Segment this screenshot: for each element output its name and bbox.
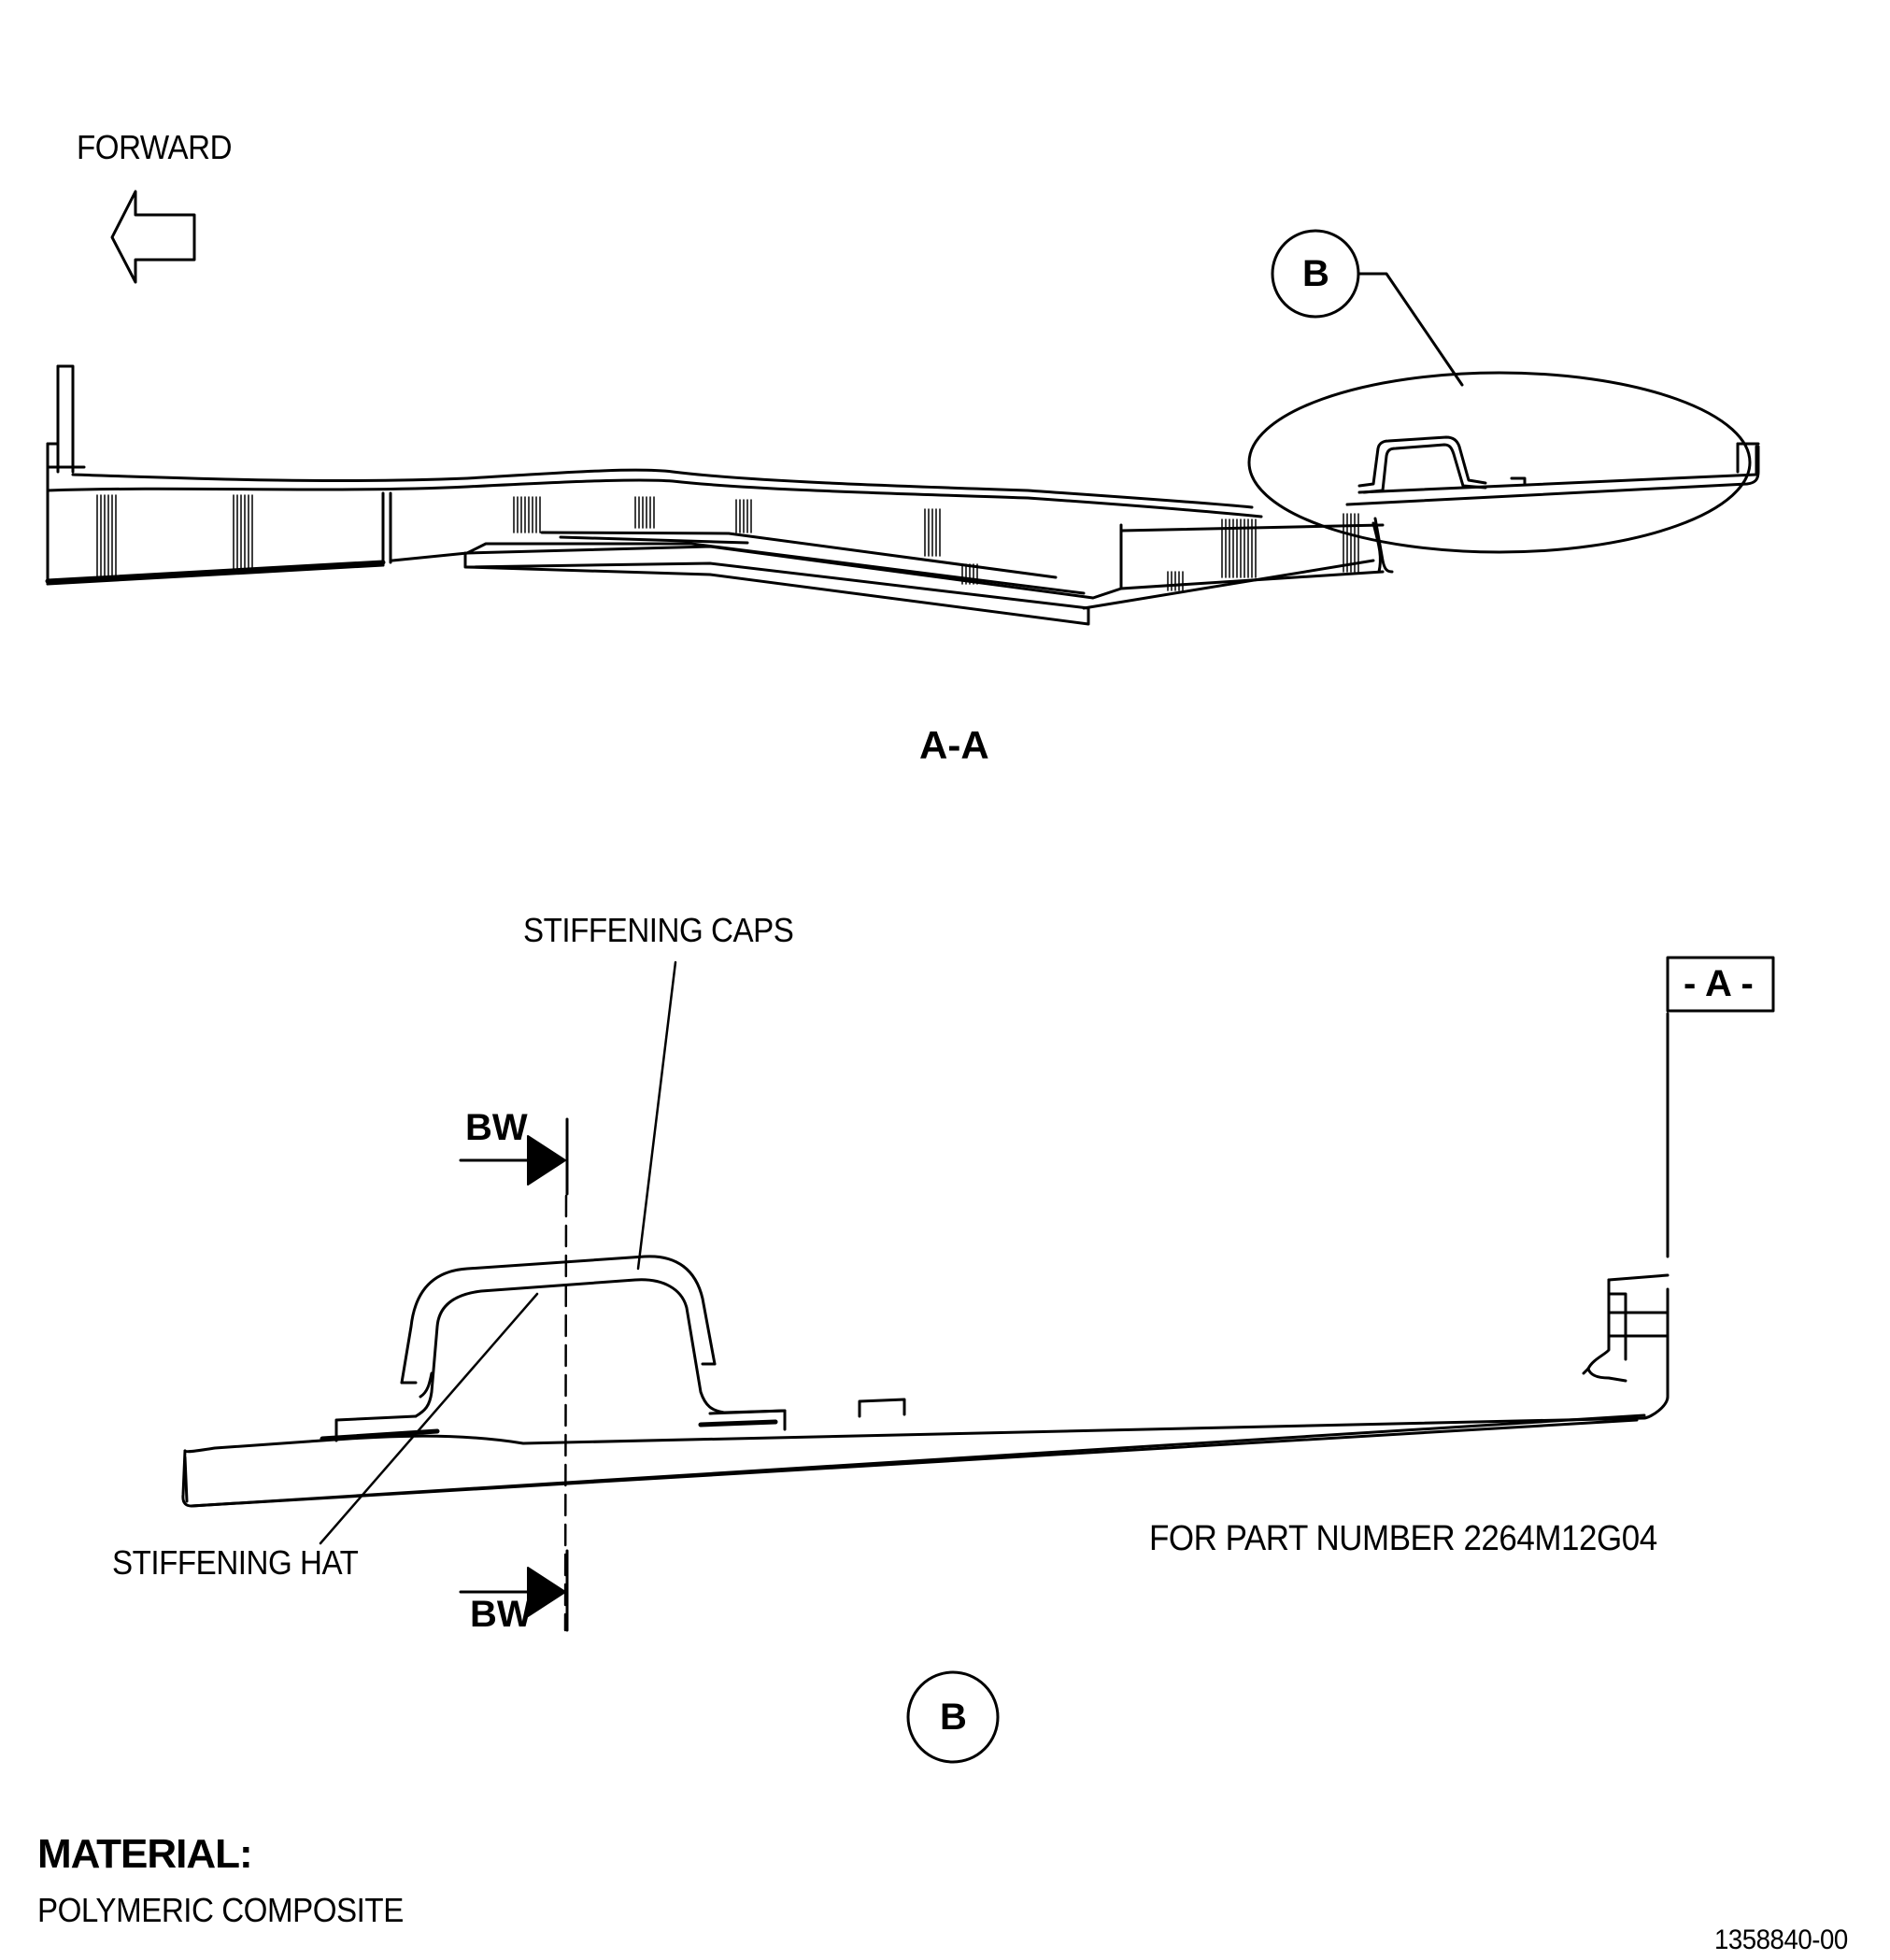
stiffening-caps-label: STIFFENING CAPS (523, 911, 794, 949)
section-title: A-A (919, 723, 989, 767)
detail-b-callout-label: B (1302, 253, 1329, 294)
detail-b-callout (1247, 229, 1752, 554)
datum-a-label: - A - (1684, 963, 1754, 1004)
detail-b-title-circle (906, 1670, 1000, 1764)
bw-arrowhead-top-icon (527, 1135, 566, 1186)
section-a-a-view (45, 364, 1760, 626)
detail-b-view (181, 956, 1775, 1508)
stiffening-caps-leader (636, 960, 677, 1271)
figure-id: 1358840-00 (1714, 1924, 1848, 1955)
forward-label: FORWARD (77, 128, 233, 166)
part-number-note: FOR PART NUMBER 2264M12G04 (1149, 1519, 1657, 1558)
section-cut-bw (459, 1117, 569, 1632)
detail-b-title-label: B (940, 1697, 967, 1738)
bw-top-label: BW (465, 1107, 528, 1148)
material-heading: MATERIAL: (37, 1831, 253, 1877)
stiffening-hat-leader (319, 1292, 539, 1545)
stiffening-hat-label: STIFFENING HAT (112, 1543, 359, 1582)
forward-arrow-icon (110, 190, 196, 284)
bw-bottom-label: BW (470, 1594, 533, 1635)
material-value: POLYMERIC COMPOSITE (37, 1891, 404, 1929)
bw-arrowhead-bottom-icon (527, 1567, 566, 1617)
